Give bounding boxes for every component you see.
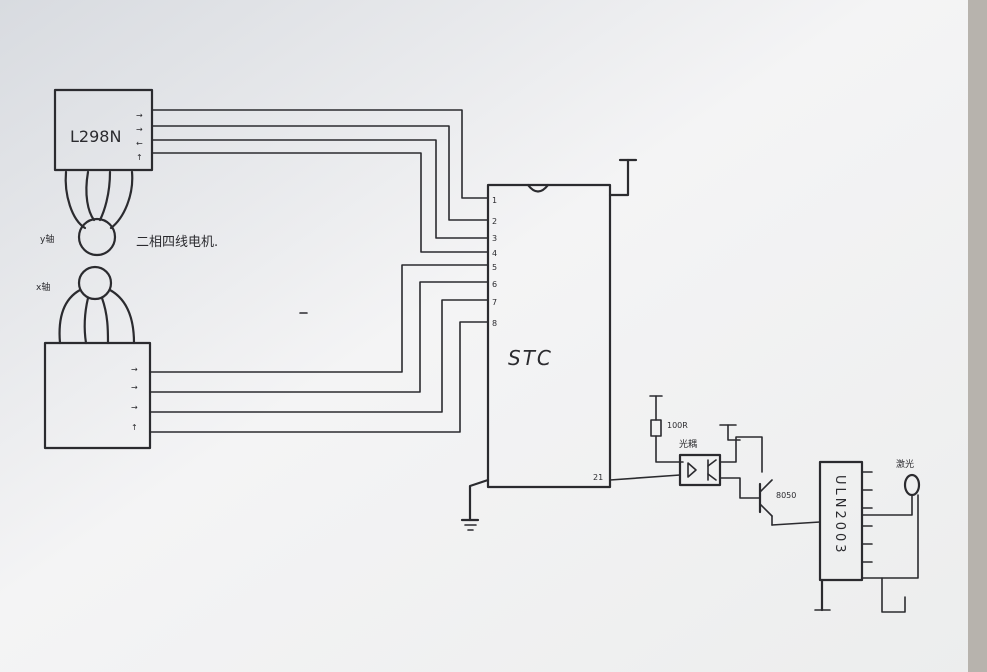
x-axis-motor: x轴 — [36, 265, 136, 345]
mcu-vcc-symbol — [608, 158, 638, 197]
wires-bottom-driver — [149, 264, 489, 433]
svg-text:↑: ↑ — [136, 153, 143, 162]
uln-ground-symbol — [814, 578, 831, 612]
svg-text:→: → — [136, 125, 143, 134]
pin-8: 8 — [492, 319, 497, 328]
mcu-ground-symbol — [460, 478, 490, 531]
transistor-label: 8050 — [776, 491, 796, 500]
pin-4: 4 — [492, 249, 497, 258]
resistor-100r: 100R — [649, 395, 688, 463]
l298n-driver-bottom: → → → ↑ — [43, 341, 152, 450]
wires-top-driver — [151, 109, 489, 253]
svg-text:→: → — [136, 111, 143, 120]
motor-type-label: 二相四线电机. — [136, 235, 218, 250]
pin-3: 3 — [492, 234, 497, 243]
svg-text:↑: ↑ — [131, 423, 138, 432]
pin-6: 6 — [492, 280, 497, 289]
laser-label: 激光 — [896, 458, 914, 470]
svg-text:←: ← — [136, 139, 143, 148]
pin-7: 7 — [492, 298, 497, 307]
l298n-driver-top: L298N → → ← ↑ — [53, 88, 154, 172]
transistor-8050: 8050 — [758, 479, 796, 526]
mcu-label: STC — [508, 346, 553, 370]
wire-pin21-opto — [609, 474, 681, 481]
pin-5: 5 — [492, 263, 497, 272]
optocoupler: 光耦 — [678, 438, 722, 487]
driver-top-label: L298N — [70, 127, 121, 146]
uln2003-chip: ULN2003 — [818, 460, 873, 582]
opto-transistor-wiring — [719, 424, 763, 499]
resistor-label: 100R — [667, 421, 688, 430]
pin-2: 2 — [492, 217, 497, 226]
svg-text:→: → — [131, 383, 138, 392]
y-axis-motor: y轴 二相四线电机. — [40, 170, 218, 257]
uln2003-label: ULN2003 — [832, 475, 847, 556]
optocoupler-label: 光耦 — [679, 438, 697, 450]
desk-edge — [968, 0, 987, 672]
wire-transistor-uln — [771, 521, 821, 526]
laser-module: 激光 — [861, 458, 921, 613]
pin-1: 1 — [492, 196, 497, 205]
svg-text:→: → — [131, 365, 138, 374]
y-axis-label: y轴 — [40, 233, 54, 245]
pin-21: 21 — [593, 473, 603, 482]
stc-mcu: STC 1 2 3 4 5 6 7 8 21 — [486, 183, 612, 489]
svg-text:→: → — [131, 403, 138, 412]
x-axis-label: x轴 — [36, 281, 50, 293]
